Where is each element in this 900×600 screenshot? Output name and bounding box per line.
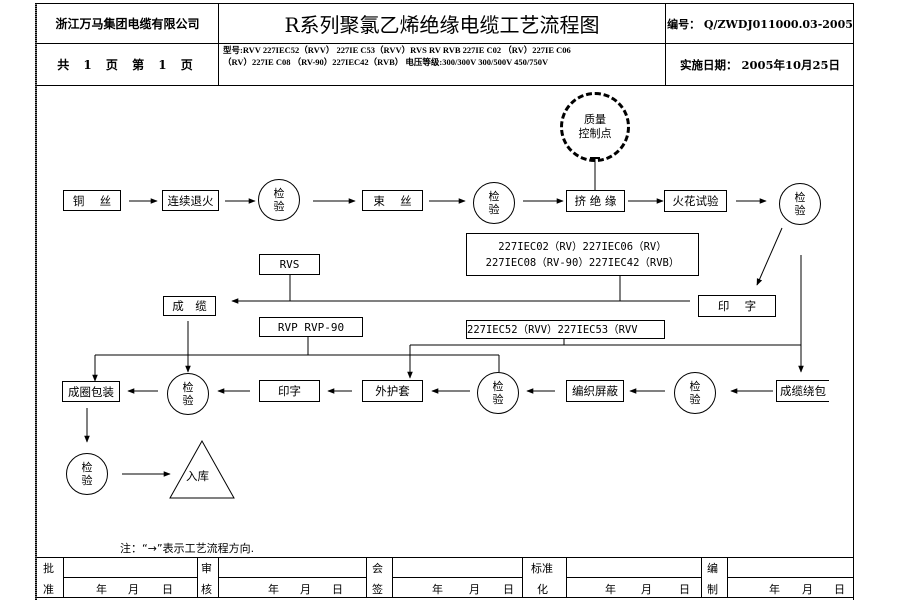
step-marking: 印字: [259, 380, 320, 402]
inspect-2: 检验: [473, 182, 515, 224]
countersign-date-day: 日: [503, 583, 514, 596]
inspect-6: 检验: [674, 372, 716, 414]
model-group-a: 227IEC02（RV）227IEC06（RV） 227IEC08（RV-90）…: [466, 233, 699, 276]
signoff-row-divider: [566, 577, 701, 578]
page-count: 共 1 页 第 1 页: [57, 58, 198, 72]
company-name: 浙江万马集团电缆有限公司: [55, 17, 200, 31]
signoff-row-divider: [218, 577, 366, 578]
model-group-b: 227IEC52（RVV）227IEC53（RVV: [466, 320, 665, 339]
signoff-prepare-2: 制: [707, 583, 718, 596]
document-code: 编号： Q/ZWDJ011000.03-2005: [667, 17, 853, 31]
signoff-col: [366, 557, 367, 597]
signoff-row-divider: [392, 577, 522, 578]
inspect-7: 检验: [66, 453, 108, 495]
signoff-bottom-border: [36, 597, 854, 598]
label-rvs: RVS: [259, 254, 320, 275]
inspect-1: 检验: [258, 179, 300, 221]
signoff-col: [522, 557, 523, 597]
header-divider-1: [218, 3, 219, 85]
arrow-inspect3-to-marking: [756, 227, 783, 286]
effective-date: 实施日期： 2005年10月25日: [679, 57, 841, 72]
countersign-date-month: 月: [469, 583, 480, 596]
step-outer-sheath: 外护套: [362, 380, 423, 402]
signoff-row-divider: [63, 577, 198, 578]
inspect-4: 检验: [167, 373, 209, 415]
signoff-standardize-1: 标准: [531, 562, 553, 575]
header-mid-border: [36, 43, 854, 44]
signoff-approve-1: 批: [43, 562, 54, 575]
storage-label: 入库: [186, 469, 209, 483]
page-border-right: [853, 3, 854, 600]
header-bottom-border: [36, 85, 854, 86]
label-rvp: RVP RVP-90: [259, 317, 363, 337]
step-cabling: 成 缆: [163, 296, 216, 316]
signoff-col: [392, 557, 393, 597]
document-title: R系列聚氯乙烯绝缘电缆工艺流程图: [284, 13, 600, 37]
header-divider-2: [665, 3, 666, 85]
signoff-col: [197, 557, 198, 597]
prepare-date-day: 日: [834, 583, 845, 596]
signoff-col: [727, 557, 728, 597]
step-copper-wire: 铜 丝: [63, 190, 121, 211]
model-spec-line-1: 型号:RVV 227IEC52（RVV） 227IE C53（RVV）RVS R…: [223, 45, 571, 55]
step-insulation-extrusion: 挤 绝 缘: [566, 190, 625, 212]
signoff-col: [701, 557, 702, 597]
quality-control-point: 质量 控制点: [560, 92, 630, 162]
review-date-month: 月: [300, 583, 311, 596]
signoff-col: [566, 557, 567, 597]
step-braid-shield: 编织屏蔽: [566, 380, 624, 402]
page-border-left: [35, 3, 37, 600]
step-annealing: 连续退火: [162, 190, 219, 211]
model-spec-line-2: （RV）227IE C08 （RV-90）227IEC42（RVB） 电压等级:…: [223, 57, 549, 67]
approve-date-day: 日: [162, 583, 173, 596]
signoff-review-1: 审: [201, 562, 212, 575]
signoff-row-divider: [727, 577, 854, 578]
approve-date-month: 月: [128, 583, 139, 596]
signoff-col: [63, 557, 64, 597]
header-top-border: [36, 3, 854, 4]
countersign-date-year: 年: [432, 583, 443, 596]
review-date-year: 年: [268, 583, 279, 596]
signoff-countersign-1: 会: [372, 562, 383, 575]
signoff-approve-2: 准: [43, 583, 54, 596]
review-date-day: 日: [332, 583, 343, 596]
signoff-standardize-2: 化: [537, 583, 548, 596]
standardize-date-year: 年: [605, 583, 616, 596]
signoff-top-border: [36, 557, 854, 558]
prepare-date-month: 月: [802, 583, 813, 596]
prepare-date-year: 年: [769, 583, 780, 596]
approve-date-year: 年: [96, 583, 107, 596]
step-spark-test: 火花试验: [664, 190, 727, 212]
step-coil-packing: 成圈包装: [62, 381, 120, 402]
flow-direction-note: 注：“→”表示工艺流程方向.: [120, 542, 255, 555]
step-bunching: 束 丝: [362, 190, 423, 211]
model-spec: 型号:RVV 227IEC52（RVV） 227IE C53（RVV）RVS R…: [219, 44, 669, 85]
storage-triangle: [169, 439, 235, 499]
signoff-countersign-2: 签: [372, 583, 383, 596]
signoff-prepare-1: 编: [707, 562, 718, 575]
standardize-date-day: 日: [679, 583, 690, 596]
step-cabling-wrapping: 成缆绕包: [776, 380, 829, 402]
inspect-3: 检验: [779, 183, 821, 225]
signoff-col: [218, 557, 219, 597]
signoff-review-2: 核: [201, 583, 212, 596]
step-marking-right: 印 字: [698, 295, 776, 317]
standardize-date-month: 月: [641, 583, 652, 596]
inspect-5: 检验: [477, 372, 519, 414]
